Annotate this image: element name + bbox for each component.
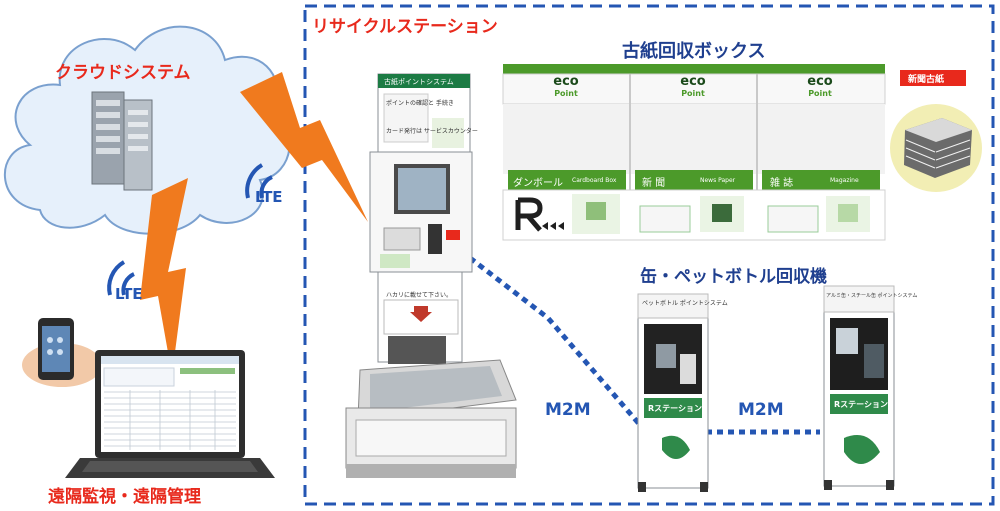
- eco-word: eco: [553, 74, 579, 89]
- slot-label: 新 聞: [642, 178, 666, 189]
- remote-title: 遠隔監視・遠隔管理: [48, 487, 201, 507]
- signal-icon: [107, 163, 273, 296]
- slot-sub-label: News Paper: [700, 177, 736, 184]
- slot-label: ダンボール: [513, 178, 563, 189]
- eco-word: eco: [680, 74, 706, 89]
- paper-box-title: 古紙回収ボックス: [622, 41, 766, 62]
- slot-sub-label: Magazine: [830, 177, 859, 184]
- can-machine-title: 缶・ペットボトル回収機: [640, 267, 827, 287]
- pet-bottle-machine: [637, 293, 709, 492]
- paper-collection-box: [502, 64, 886, 241]
- cloud-title: クラウドシステム: [55, 63, 191, 83]
- laptop-icon: [65, 350, 275, 478]
- slot-label: 雑 誌: [770, 178, 794, 189]
- station-border: [303, 4, 995, 506]
- eco-sub: Point: [808, 89, 832, 98]
- eco-word: eco: [807, 74, 833, 89]
- station-badge: Rステーション: [648, 404, 702, 413]
- smartphone-icon: [22, 318, 102, 387]
- can-machine-sign: アルミ缶・スチール缶 ポイントシステム: [826, 293, 918, 299]
- kiosk-top-sign: 古紙ポイントシステム: [384, 78, 454, 86]
- m2m-label: M2M: [545, 400, 591, 420]
- slot-sub-label: Cardboard Box: [572, 177, 617, 184]
- eco-sub: Point: [554, 89, 578, 98]
- lte-label: LTE: [115, 285, 143, 303]
- station-title: リサイクルステーション: [312, 17, 498, 37]
- kiosk-machine: [345, 73, 517, 478]
- kiosk-note: ポイントの確認と 手続き: [386, 100, 454, 107]
- lte-label: LTE: [255, 188, 283, 206]
- kiosk-card-note: カード発行は サービスカウンター: [386, 128, 478, 135]
- newspaper-badge-bg: [900, 70, 966, 86]
- newspaper-bundle-icon: [890, 104, 982, 192]
- pet-machine-sign: ペットボトル ポイントシステム: [642, 300, 728, 307]
- m2m-label: M2M: [738, 400, 784, 420]
- lightning-bolt-icon: [140, 178, 188, 375]
- eco-sub: Point: [681, 89, 705, 98]
- newspaper-badge: 新聞古紙: [908, 75, 945, 85]
- can-machine: [823, 285, 895, 490]
- kiosk-scale-note: ハカリに載せて下さい。: [386, 292, 453, 299]
- r-arrow-logo: [515, 197, 564, 232]
- lightning-bolt-icon: [240, 72, 368, 222]
- m2m-link-line: [468, 256, 820, 435]
- station-badge: Rステーション: [834, 400, 888, 409]
- server-icon: [91, 91, 153, 191]
